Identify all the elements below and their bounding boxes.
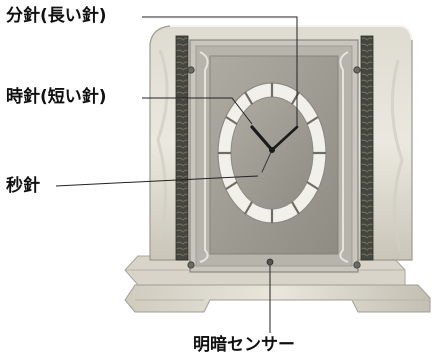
second-hand xyxy=(261,149,273,173)
hour-hand xyxy=(250,125,274,152)
second-hand-leader xyxy=(55,175,259,187)
left-marble-strip xyxy=(175,35,189,261)
minute-hand-label: 分針(長い針) xyxy=(6,6,107,26)
light-sensor-label: 明暗センサー xyxy=(193,335,295,355)
right-marble-strip xyxy=(360,35,374,261)
hour-hand-label: 時針(短い針) xyxy=(6,87,107,107)
minute-hand-leader xyxy=(142,16,298,127)
leader-lines xyxy=(55,16,298,333)
minute-hand xyxy=(270,125,299,152)
second-hand-label: 秒針 xyxy=(6,176,40,196)
hand-pivot xyxy=(269,147,275,153)
hour-hand-leader xyxy=(142,97,253,125)
light-sensor-dot xyxy=(266,258,274,266)
